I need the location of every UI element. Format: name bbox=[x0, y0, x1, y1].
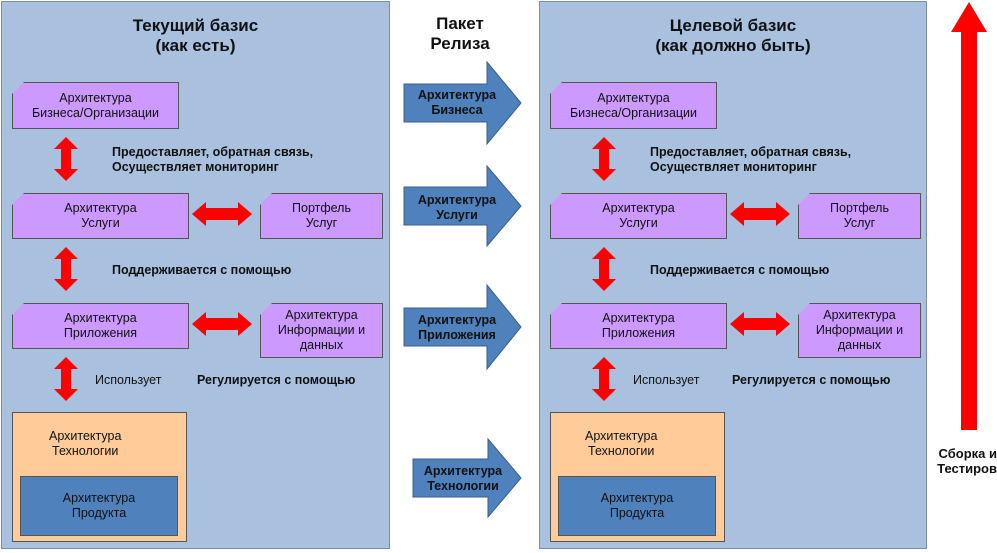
release-package-title: Пакет Релиза bbox=[430, 14, 490, 53]
information-architecture-box: Архитектура Информации и данных bbox=[798, 303, 921, 358]
release-arrow-service bbox=[403, 164, 522, 248]
target-baseline-panel: Целевой базис (как должно быть) Архитект… bbox=[539, 1, 927, 549]
product-architecture-box: Архитектура Продукта bbox=[20, 476, 178, 536]
release-arrow-application bbox=[403, 283, 522, 371]
service-portfolio-box: Портфель Услуг bbox=[798, 193, 921, 239]
application-architecture-box: Архитектура Приложения bbox=[12, 303, 189, 349]
release-arrow-service-label: Архитектура Услуги bbox=[417, 193, 497, 222]
build-test-arrow bbox=[951, 2, 987, 430]
release-arrow-business bbox=[403, 60, 522, 146]
business-architecture-box: Архитектура Бизнеса/Организации bbox=[550, 82, 717, 129]
double-arrow-vertical bbox=[592, 137, 616, 181]
release-arrow-technology-label: Архитектура Технологии bbox=[423, 464, 503, 493]
regulated-label: Регулируется с помощью bbox=[197, 373, 356, 387]
panel-title: Целевой базис (как должно быть) bbox=[655, 16, 811, 55]
provides-label: Предоставляет, обратная связь, Осуществл… bbox=[650, 145, 852, 174]
uses-label: Использует bbox=[633, 373, 700, 387]
product-architecture-box: Архитектура Продукта bbox=[558, 476, 716, 536]
supported-label: Поддерживается с помощью bbox=[650, 263, 830, 277]
provides-label: Предоставляет, обратная связь, Осуществл… bbox=[112, 145, 314, 174]
regulated-label: Регулируется с помощью bbox=[732, 373, 891, 387]
release-arrow-technology bbox=[412, 437, 522, 519]
application-architecture-box: Архитектура Приложения bbox=[550, 303, 727, 349]
double-arrow-vertical bbox=[54, 137, 78, 181]
supported-label: Поддерживается с помощью bbox=[112, 263, 292, 277]
double-arrow-vertical bbox=[592, 247, 616, 291]
service-portfolio-box: Портфель Услуг bbox=[260, 193, 383, 239]
double-arrow-horizontal bbox=[192, 202, 252, 226]
double-arrow-horizontal bbox=[192, 312, 252, 336]
service-architecture-box: Архитектура Услуги bbox=[550, 193, 727, 239]
panel-title: Текущий базис (как есть) bbox=[132, 16, 259, 55]
uses-label: Использует bbox=[95, 373, 162, 387]
release-arrow-business-label: Архитектура Бизнеса bbox=[417, 88, 497, 117]
release-arrow-application-label: Архитектура Приложения bbox=[417, 313, 497, 342]
double-arrow-vertical bbox=[592, 357, 616, 401]
double-arrow-horizontal bbox=[730, 312, 790, 336]
service-architecture-box: Архитектура Услуги bbox=[12, 193, 189, 239]
information-architecture-box: Архитектура Информации и данных bbox=[260, 303, 383, 358]
business-architecture-box: Архитектура Бизнеса/Организации bbox=[12, 82, 179, 129]
double-arrow-vertical bbox=[54, 357, 78, 401]
current-baseline-panel: Текущий базис (как есть) Архитектура Биз… bbox=[1, 1, 390, 549]
build-test-label: Сборка и Тестиров bbox=[937, 446, 997, 476]
double-arrow-vertical bbox=[54, 247, 78, 291]
double-arrow-horizontal bbox=[730, 202, 790, 226]
